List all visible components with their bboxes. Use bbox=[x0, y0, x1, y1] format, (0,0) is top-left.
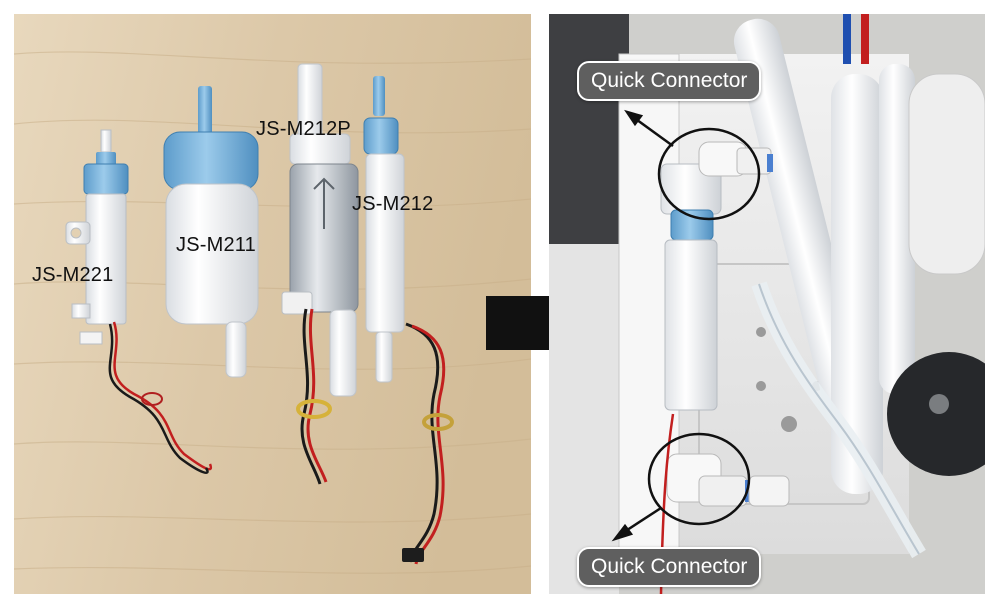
left-product-photo: JS-M221 JS-M211 JS-M212P JS-M212 bbox=[14, 14, 531, 594]
top-connector-highlight bbox=[657, 127, 761, 221]
right-installation-photo: Quick Connector Quick Connector bbox=[549, 14, 985, 594]
bottom-quick-connector-callout: Quick Connector bbox=[577, 547, 762, 587]
top-quick-connector-callout: Quick Connector bbox=[577, 61, 762, 101]
label-js-m212p: JS-M212P bbox=[256, 118, 351, 140]
js-m211-sensor bbox=[163, 86, 259, 378]
js-m212p-sensor bbox=[281, 63, 359, 485]
js-m212-sensor bbox=[363, 76, 454, 565]
callout-pointers bbox=[611, 109, 674, 542]
js-m221-sensor bbox=[65, 129, 213, 474]
label-js-m212: JS-M212 bbox=[352, 193, 434, 215]
label-js-m221: JS-M221 bbox=[32, 264, 114, 286]
bottom-connector-highlight bbox=[647, 432, 751, 526]
wood-table-scene bbox=[14, 14, 531, 594]
purifier-interior-scene bbox=[549, 14, 985, 594]
label-js-m211: JS-M211 bbox=[176, 234, 256, 256]
